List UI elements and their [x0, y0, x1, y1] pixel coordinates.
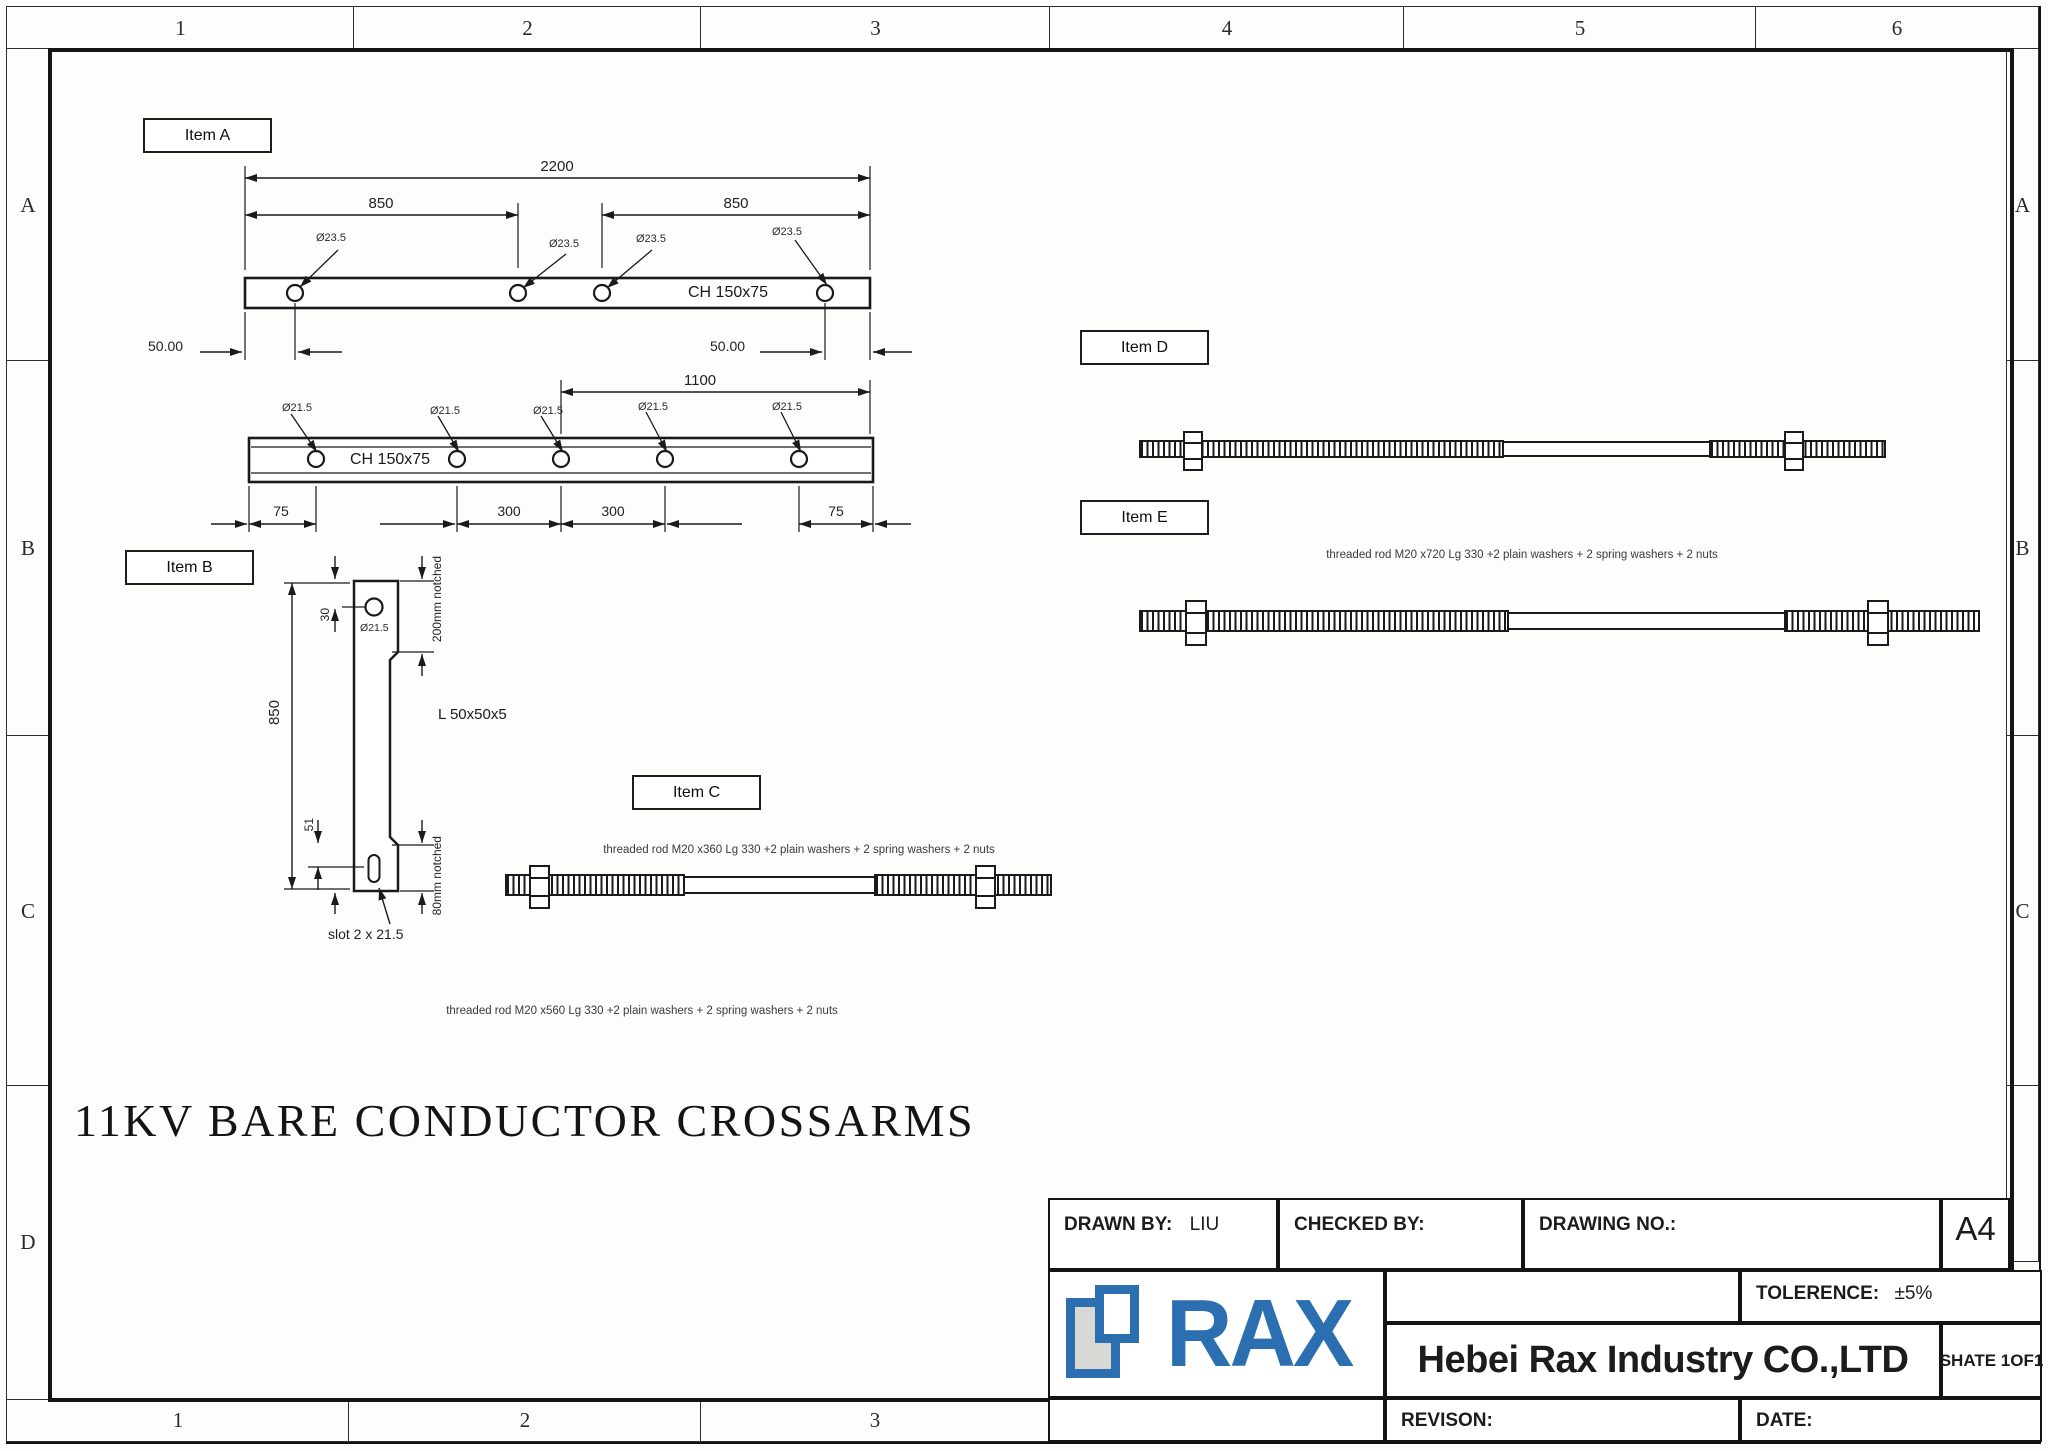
title-block-tolerance: TOLERENCE: ±5% [1740, 1270, 2042, 1323]
company-name: Hebei Rax Industry CO.,LTD [1417, 1339, 1909, 1381]
item-d-label: Item D [1080, 330, 1209, 365]
rod-c-thread-right [874, 874, 1052, 896]
rod-e-thread-left [1139, 610, 1509, 632]
bracket-hole-label: Ø21.5 [360, 622, 389, 634]
hole-label-b4: Ø21.5 [638, 401, 668, 413]
title-block-paper-size: A4 [1941, 1198, 2010, 1270]
tolerance-label: TOLERENCE: [1756, 1283, 1880, 1304]
title-block-date: DATE: [1740, 1398, 2042, 1442]
revision-label: REVISON: [1401, 1410, 1493, 1431]
title-block-blank-cell [1385, 1270, 1740, 1323]
hole-label-3: Ø23.5 [636, 233, 666, 245]
rod-item-c [505, 865, 1052, 909]
title-block-logo-cell: RAX [1048, 1270, 1385, 1398]
notch-bottom-label: 80mm notched [430, 836, 444, 916]
dim-75-1: 75 [273, 503, 289, 519]
title-block-sheet: SHATE 1OF1 [1939, 1323, 2044, 1398]
grid-left-c: C [6, 735, 50, 1087]
grid-top-3: 3 [700, 6, 1051, 50]
rod-item-d [1139, 431, 1886, 471]
grid-top-5: 5 [1403, 6, 1757, 50]
dim-300-1: 300 [497, 503, 521, 519]
logo-inner-square [1095, 1285, 1139, 1343]
rod-d-nut-left [1183, 431, 1203, 471]
dim-bracket-850: 850 [266, 700, 283, 726]
dim-bracket-51: 51 [302, 818, 316, 832]
title-block-company: Hebei Rax Industry CO.,LTD [1385, 1323, 1941, 1398]
item-e-label: Item E [1080, 500, 1209, 535]
grid-top-4: 4 [1049, 6, 1405, 50]
dim-75-2: 75 [828, 503, 844, 519]
hole-label-2: Ø23.5 [549, 238, 579, 250]
rod-e-note: threaded rod M20 x720 Lg 330 +2 plain wa… [1326, 549, 1718, 561]
dim-bracket-30: 30 [318, 608, 332, 622]
tolerance-value: ±5% [1894, 1283, 1933, 1304]
grid-top-6: 6 [1755, 6, 2039, 50]
rod-d-thread-left [1139, 440, 1504, 458]
hole-label-4: Ø23.5 [772, 226, 802, 238]
angle-bracket-view [284, 556, 434, 925]
item-a-label: Item A [143, 118, 272, 153]
rax-logo-text: RAX [1166, 1280, 1354, 1388]
dim-1100: 1100 [683, 372, 717, 389]
hole-label-1: Ø23.5 [316, 232, 346, 244]
drawing-frame [48, 48, 2014, 1402]
rod-b-note: threaded rod M20 x560 Lg 330 +2 plain wa… [446, 1005, 838, 1017]
title-block-drawing-no: DRAWING NO.: [1523, 1198, 1941, 1270]
checked-by-label: CHECKED BY: [1294, 1214, 1425, 1235]
title-block-blank-bottom [1048, 1398, 1385, 1442]
rod-e-nut-right [1867, 600, 1889, 646]
dim-300-2: 300 [601, 503, 625, 519]
section-label-top-view: CH 150x75 [688, 284, 769, 301]
rod-c-note: threaded rod M20 x360 Lg 330 +2 plain wa… [603, 844, 995, 856]
hole-label-b1: Ø21.5 [282, 402, 312, 414]
rod-e-nut-left [1185, 600, 1207, 646]
title-block-drawn-by: DRAWN BY: LIU [1048, 1198, 1278, 1270]
dim-2200: 2200 [540, 158, 574, 175]
section-label-bottom-view: CH 150x75 [350, 451, 431, 468]
rod-c-thread-left [505, 874, 685, 896]
dim-850-right: 850 [723, 195, 749, 212]
rod-c-nut-right [975, 865, 996, 909]
dim-850-left: 850 [368, 195, 394, 212]
date-label: DATE: [1756, 1410, 1813, 1431]
hole-label-b3: Ø21.5 [533, 405, 563, 417]
paper-size-value: A4 [1955, 1210, 1996, 1247]
title-block-checked-by: CHECKED BY: [1278, 1198, 1523, 1270]
hole-label-b5: Ø21.5 [772, 401, 802, 413]
rod-d-plain [1504, 441, 1709, 457]
dim-50-left: 50.00 [148, 338, 184, 354]
rod-d-nut-right [1784, 431, 1804, 471]
sheet-label: SHATE 1OF1 [1939, 1350, 2044, 1370]
notch-top-label: 200mm notched [430, 556, 444, 643]
dim-50-right: 50.00 [710, 338, 746, 354]
drawing-no-label: DRAWING NO.: [1539, 1214, 1677, 1235]
grid-bottom-3: 3 [700, 1398, 1050, 1442]
rod-e-plain [1509, 612, 1784, 630]
beam-bottom-view [211, 380, 911, 532]
slot-label: slot 2 x 21.5 [328, 926, 404, 942]
item-b-label: Item B [125, 550, 254, 585]
item-c-label: Item C [632, 775, 761, 810]
rod-item-e [1139, 600, 1980, 646]
rod-c-plain [685, 876, 874, 894]
hole-label-b2: Ø21.5 [430, 405, 460, 417]
drawing-title: 11KV BARE CONDUCTOR CROSSARMS [74, 1095, 976, 1146]
title-block-revision: REVISON: [1385, 1398, 1740, 1442]
drawn-by-value: LIU [1189, 1214, 1220, 1235]
rod-c-nut-left [529, 865, 550, 909]
beam-top-view [200, 166, 912, 360]
drawn-by-label: DRAWN BY: [1064, 1214, 1173, 1235]
bracket-section-label: L 50x50x5 [438, 706, 507, 723]
rax-logo-icon [1066, 1285, 1152, 1383]
grid-left-b: B [6, 360, 50, 737]
